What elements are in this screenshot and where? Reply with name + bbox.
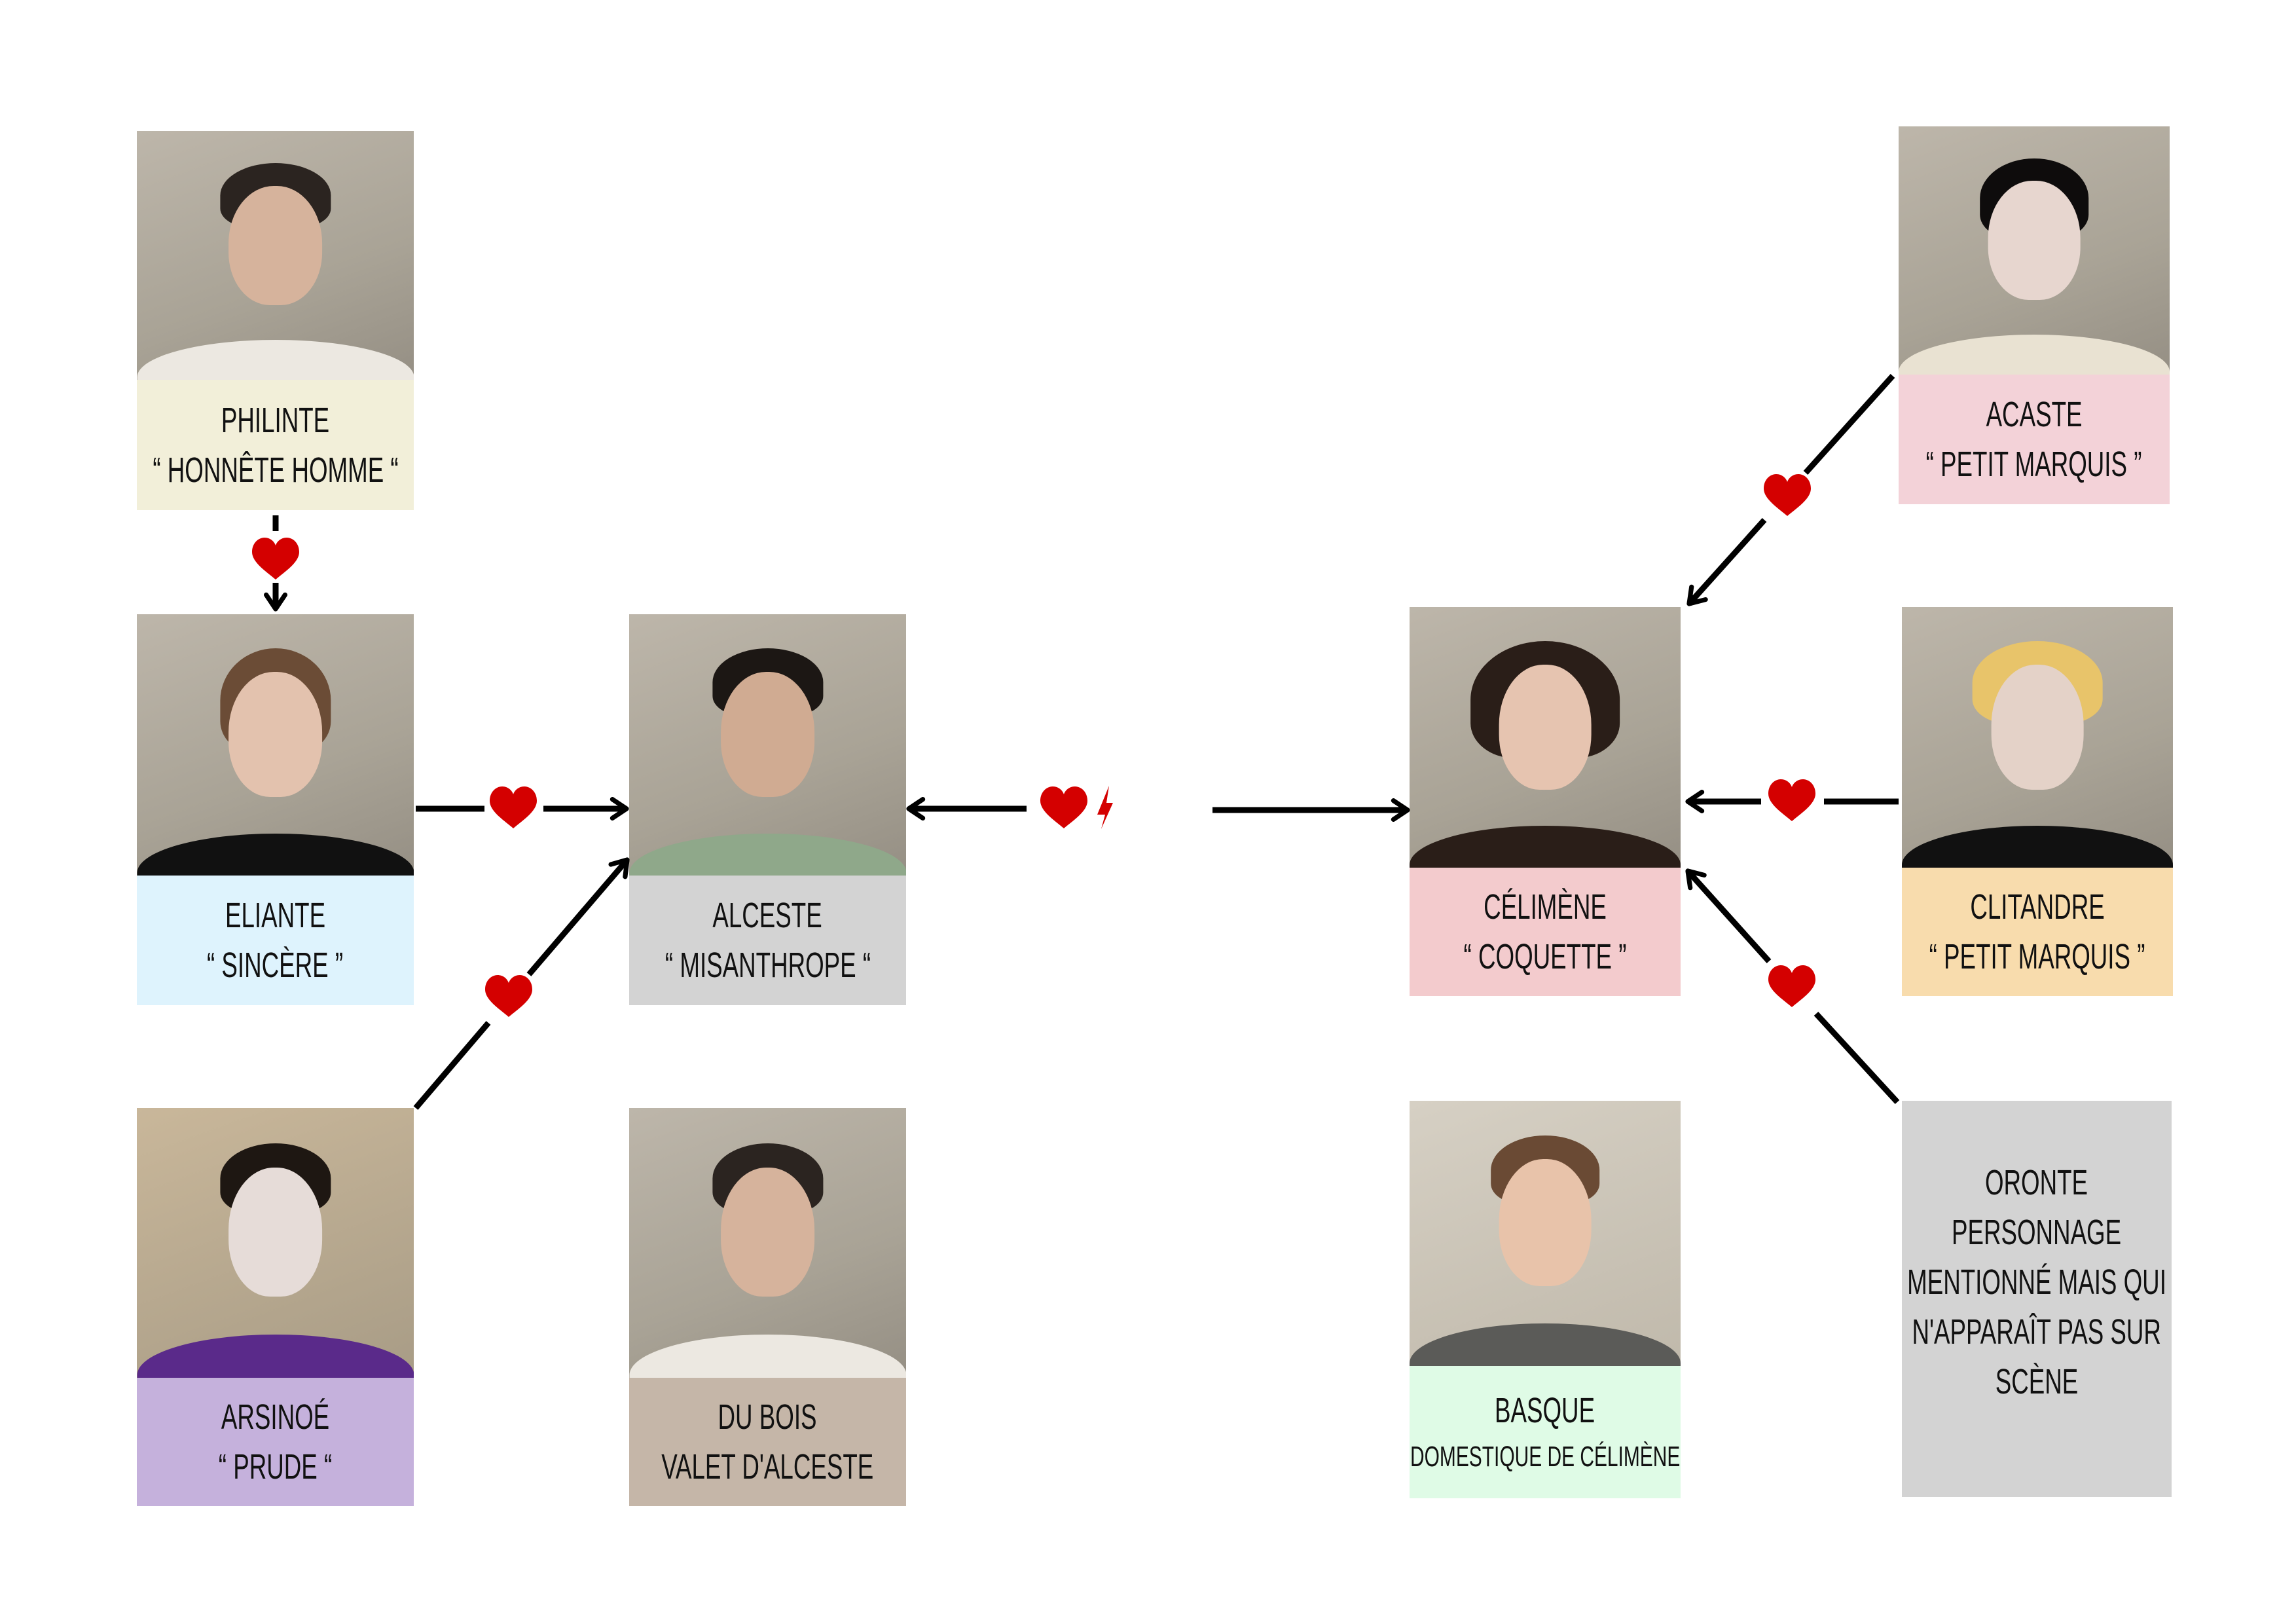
card-eliante: ELIANTE “ SINCÈRE ”	[137, 614, 414, 1005]
label-dubois: DU BOIS VALET D'ALCESTE	[629, 1378, 906, 1506]
character-name: BASQUE	[1495, 1391, 1595, 1430]
arrow-oronte-celimene	[1685, 868, 1900, 1105]
arrow-acaste-celimene	[1686, 373, 1895, 606]
card-philinte: PHILINTE “ HONNÊTE HOMME “	[137, 131, 414, 510]
label-arsinoe: ARSINOÉ “ PRUDE “	[137, 1378, 414, 1506]
card-celimene: CÉLIMÈNE “ COQUETTE ”	[1410, 607, 1681, 996]
label-philinte: PHILINTE “ HONNÊTE HOMME “	[137, 380, 414, 510]
label-celimene: CÉLIMÈNE “ COQUETTE ”	[1410, 868, 1681, 996]
character-role: VALET D'ALCESTE	[661, 1447, 874, 1486]
character-role: “ PRUDE “	[218, 1447, 333, 1486]
heart-icon	[490, 786, 537, 828]
character-role: “ HONNÊTE HOMME “	[152, 450, 399, 490]
label-alceste: ALCESTE “ MISANTHROPE “	[629, 876, 906, 1005]
card-oronte: ORONTE PERSONNAGE MENTIONNÉ MAIS QUI N'A…	[1902, 1101, 2172, 1497]
character-name: ELIANTE	[225, 896, 326, 935]
character-role: “ SINCÈRE ”	[207, 946, 344, 985]
character-name: ORONTE	[1985, 1163, 2088, 1202]
character-role: DOMESTIQUE DE CÉLIMÈNE	[1410, 1441, 1681, 1473]
label-basque: BASQUE DOMESTIQUE DE CÉLIMÈNE	[1410, 1366, 1681, 1498]
lightning-icon	[1097, 786, 1113, 829]
character-role: “ PETIT MARQUIS ”	[1926, 445, 2142, 484]
card-alceste: ALCESTE “ MISANTHROPE “	[629, 614, 906, 1005]
character-role: “ COQUETTE ”	[1463, 937, 1627, 976]
photo-alceste	[629, 614, 906, 876]
character-name: ARSINOÉ	[221, 1397, 330, 1437]
heart-icon	[252, 538, 299, 580]
character-name: ACASTE	[1986, 395, 2083, 434]
character-description: SCÈNE	[1995, 1362, 2079, 1401]
arrow-arsinoe-alceste	[413, 857, 630, 1110]
character-name: CLITANDRE	[1970, 887, 2105, 927]
character-name: PHILINTE	[221, 400, 330, 440]
photo-acaste	[1899, 126, 2170, 375]
character-name: DU BOIS	[718, 1397, 817, 1437]
label-eliante: ELIANTE “ SINCÈRE ”	[137, 876, 414, 1005]
character-description: PERSONNAGE	[1952, 1213, 2122, 1252]
photo-eliante	[137, 614, 414, 876]
character-description: N'APPARAÎT PAS SUR	[1912, 1312, 2162, 1352]
card-acaste: ACASTE “ PETIT MARQUIS ”	[1899, 126, 2170, 504]
photo-celimene	[1410, 607, 1681, 868]
photo-philinte	[137, 131, 414, 380]
heart-icon	[1040, 786, 1087, 828]
label-acaste: ACASTE “ PETIT MARQUIS ”	[1899, 375, 2170, 504]
heart-icon	[1768, 965, 1815, 1007]
photo-dubois	[629, 1108, 906, 1378]
card-basque: BASQUE DOMESTIQUE DE CÉLIMÈNE	[1410, 1101, 1681, 1498]
character-role: “ MISANTHROPE “	[665, 946, 871, 985]
heart-icon	[1768, 779, 1815, 821]
character-name: ALCESTE	[712, 896, 823, 935]
character-description: MENTIONNÉ MAIS QUI	[1907, 1263, 2166, 1302]
photo-clitandre	[1902, 607, 2173, 868]
label-clitandre: CLITANDRE “ PETIT MARQUIS ”	[1902, 868, 2173, 996]
arrow-alceste-celimene	[906, 797, 1410, 822]
photo-basque	[1410, 1101, 1681, 1366]
heart-icon	[1764, 474, 1811, 516]
character-role: “ PETIT MARQUIS ”	[1929, 937, 2145, 976]
card-arsinoe: ARSINOÉ “ PRUDE “	[137, 1108, 414, 1506]
heart-icon	[485, 975, 532, 1017]
photo-arsinoe	[137, 1108, 414, 1378]
card-dubois: DU BOIS VALET D'ALCESTE	[629, 1108, 906, 1506]
character-name: CÉLIMÈNE	[1484, 887, 1607, 927]
card-clitandre: CLITANDRE “ PETIT MARQUIS ”	[1902, 607, 2173, 996]
